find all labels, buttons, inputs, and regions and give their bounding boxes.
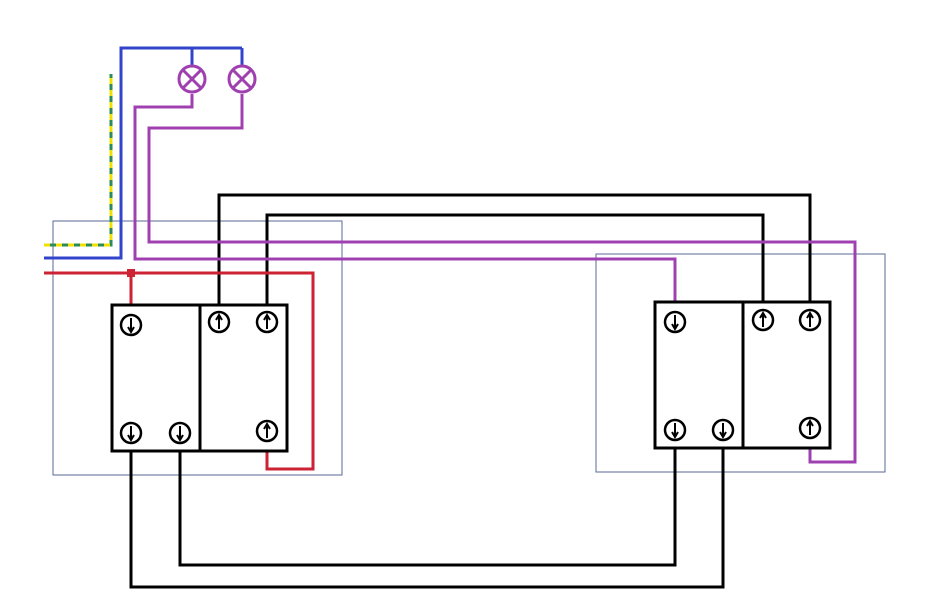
neutral-wire <box>44 46 242 260</box>
earth-wire <box>44 74 113 247</box>
terminal-arrow-up-icon <box>255 419 279 443</box>
terminal-arrow-down-icon <box>711 418 735 442</box>
lamp-switched-wire-2 <box>147 94 857 464</box>
earth-wire-stripe <box>44 74 113 247</box>
terminal-arrow-up-icon <box>798 416 822 440</box>
terminal-arrow-down-icon <box>663 418 687 442</box>
terminal-arrow-up-icon <box>798 308 822 332</box>
terminal-arrow-down-icon <box>119 313 143 337</box>
terminal-arrow-up-icon <box>255 310 279 334</box>
traveller-wire-bottom-inner <box>178 430 677 567</box>
terminal-arrow-up-icon <box>207 310 231 334</box>
live-junction <box>127 269 135 277</box>
terminal-arrow-down-icon <box>168 421 192 445</box>
terminal-arrow-down-icon <box>663 310 687 334</box>
switch-box-right <box>595 253 886 473</box>
live-wire <box>44 271 315 471</box>
traveller-wire-top-inner <box>265 213 765 322</box>
lamp-cross-icon <box>177 64 207 94</box>
lamp-switched-wire-1 <box>133 94 677 322</box>
traveller-wire-bottom-outer <box>129 430 725 589</box>
terminal-arrow-down-icon <box>119 421 143 445</box>
terminal-arrow-up-icon <box>751 308 775 332</box>
switch-box-left <box>52 220 343 476</box>
lamp-cross-icon <box>227 64 257 94</box>
